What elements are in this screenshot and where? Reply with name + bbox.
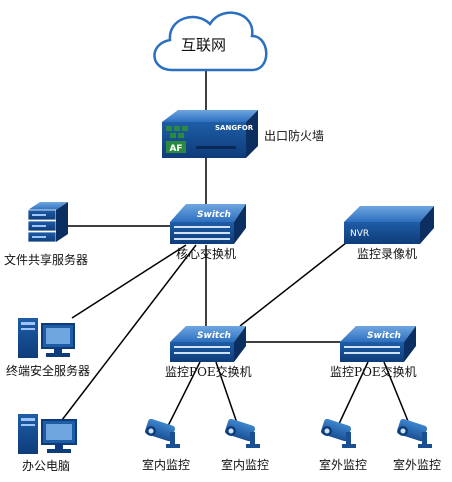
poe-switch-1-brand: Switch [197,331,231,341]
line-poe2-cam3 [337,361,369,427]
core-switch-device: Switch [170,204,246,244]
firewall-label: 出口防火墙 [264,129,325,143]
endpoint-server-label: 终端安全服务器 [6,364,91,378]
internet-label: 互联网 [181,36,227,54]
line-poe2-cam4 [383,361,411,427]
core-switch-brand: Switch [197,210,231,220]
line-core-officepc [61,244,197,421]
camera-2-icon [224,418,260,448]
file-server-label: 文件共享服务器 [4,253,89,267]
core-switch-label: 核心交换机 [176,247,237,261]
camera-1-label: 室内监控 [142,458,191,472]
camera-1-icon [144,418,180,448]
firewall-brand: SANGFOR [215,124,254,132]
camera-3-icon [320,418,356,448]
firewall-badge: AF [169,144,182,154]
camera-4-label: 室外监控 [393,458,442,472]
poe-switch-1-device: Switch [170,326,246,362]
poe-switch-2-device: Switch [340,326,416,362]
nvr-device: NVR [344,206,434,244]
line-core-endpointserver [71,244,187,319]
connection-lines [61,70,411,427]
nvr-label: 监控录像机 [357,247,418,261]
endpoint-server-device [18,318,75,358]
poe-switch-2-brand: Switch [367,331,401,341]
poe-switch-2-label: 监控POE交换机 [330,365,417,379]
office-pc-device [18,414,77,454]
office-pc-label: 办公电脑 [22,459,71,473]
line-poe1-nvr [239,231,361,327]
camera-2-label: 室内监控 [221,458,270,472]
poe-switch-1-label: 监控POE交换机 [165,365,252,379]
camera-4-icon [396,418,432,448]
nvr-badge: NVR [350,229,369,239]
camera-3-label: 室外监控 [319,458,368,472]
internet-cloud [153,11,268,72]
firewall-device: AF SANGFOR [162,110,258,158]
line-poe1-cam1 [167,361,201,427]
file-server-device [27,202,68,243]
line-poe1-cam2 [215,361,239,427]
